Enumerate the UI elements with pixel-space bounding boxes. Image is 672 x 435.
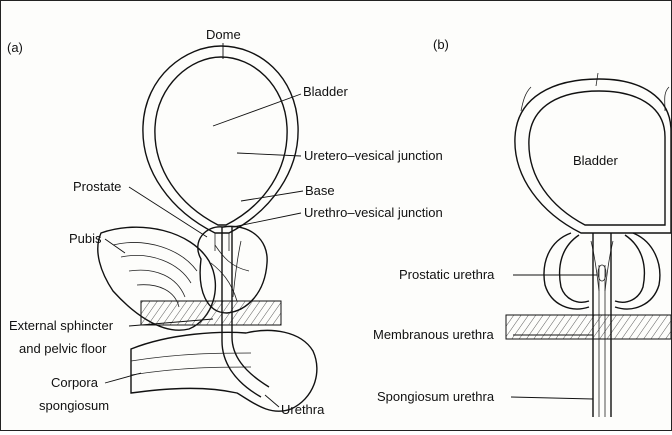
panel-b-label: (b) — [433, 37, 449, 52]
ureter-left — [521, 87, 531, 111]
label-corpora-1: Corpora — [51, 375, 99, 390]
panel-a-label: (a) — [7, 40, 23, 55]
leader-pubis — [105, 239, 125, 253]
corpora-spongiosum — [131, 330, 317, 411]
label-base: Base — [305, 183, 335, 198]
bladder-a — [143, 46, 298, 251]
label-external-sphincter-2: and pelvic floor — [19, 341, 107, 356]
label-spongiosum-urethra: Spongiosum urethra — [377, 389, 495, 404]
leader-urethra-a — [265, 395, 279, 407]
label-prostatic-urethra: Prostatic urethra — [399, 267, 495, 282]
label-pubis: Pubis — [69, 231, 102, 246]
panel-b: (b) Bladder — [373, 37, 671, 417]
pelvic-floor-band — [141, 301, 281, 325]
label-external-sphincter-1: External sphincter — [9, 318, 114, 333]
label-corpora-2: spongiosum — [39, 398, 109, 413]
leader-prostate — [129, 187, 207, 237]
leader-spongiosum-urethra — [511, 397, 593, 399]
label-prostate: Prostate — [73, 179, 121, 194]
leader-uretero-vesical — [237, 153, 301, 156]
label-dome: Dome — [206, 27, 241, 42]
label-membranous-urethra: Membranous urethra — [373, 327, 494, 342]
label-urethro-vesical: Urethro–vesical junction — [304, 205, 443, 220]
prostate-b — [544, 233, 660, 309]
leader-corpora — [105, 373, 141, 383]
label-urethra-a: Urethra — [281, 402, 325, 417]
label-bladder-a: Bladder — [303, 84, 348, 99]
leader-bladder-a — [213, 94, 301, 126]
label-bladder-b: Bladder — [573, 153, 618, 168]
label-uretero-vesical: Uretero–vesical junction — [304, 148, 443, 163]
panel-a: (a) — [7, 27, 443, 417]
